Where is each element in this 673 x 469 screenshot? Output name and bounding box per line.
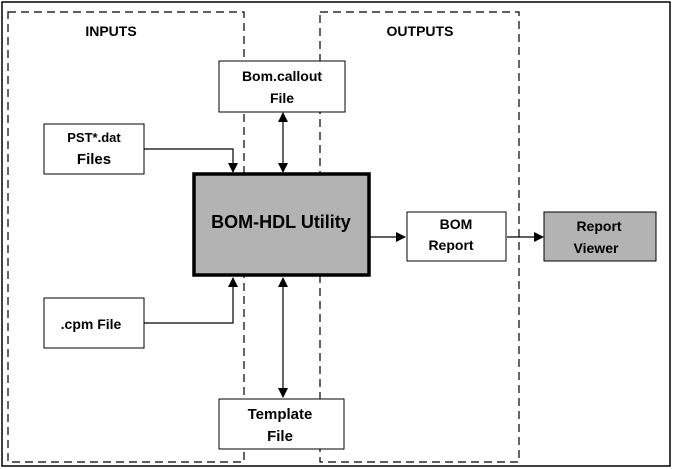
bom-report-line2: Report (428, 237, 473, 253)
report-viewer-line2: Viewer (574, 240, 619, 256)
cpm-file-box: .cpm File (43, 297, 145, 349)
pst-dat-files-box: PST*.dat Files (43, 123, 145, 175)
cpm-to-utility-arrow (144, 277, 238, 324)
template-file-line1: Template (248, 406, 313, 423)
template-file-box: Template File (218, 398, 345, 450)
pst-dat-line2: Files (77, 151, 111, 168)
report-viewer-line1: Report (576, 218, 621, 234)
bom-callout-line1: Bom.callout (242, 68, 322, 84)
bom-hdl-utility-box: BOM-HDL Utility (192, 172, 371, 277)
outputs-label: OUTPUTS (387, 23, 454, 39)
bom-hdl-utility-label: BOM-HDL Utility (211, 212, 351, 232)
template-file-line2: File (267, 428, 293, 445)
pst-dat-line1: PST*.dat (67, 130, 121, 145)
report-viewer-box: Report Viewer (543, 211, 657, 262)
bom-report-box: BOM Report (406, 211, 507, 262)
bom-report-line1: BOM (440, 216, 473, 232)
bom-callout-file-box: Bom.callout File (218, 60, 346, 113)
inputs-label: INPUTS (85, 23, 136, 39)
pst-to-utility-arrow (144, 148, 238, 173)
cpm-file-label: .cpm File (61, 316, 122, 332)
bom-callout-line2: File (270, 90, 294, 106)
